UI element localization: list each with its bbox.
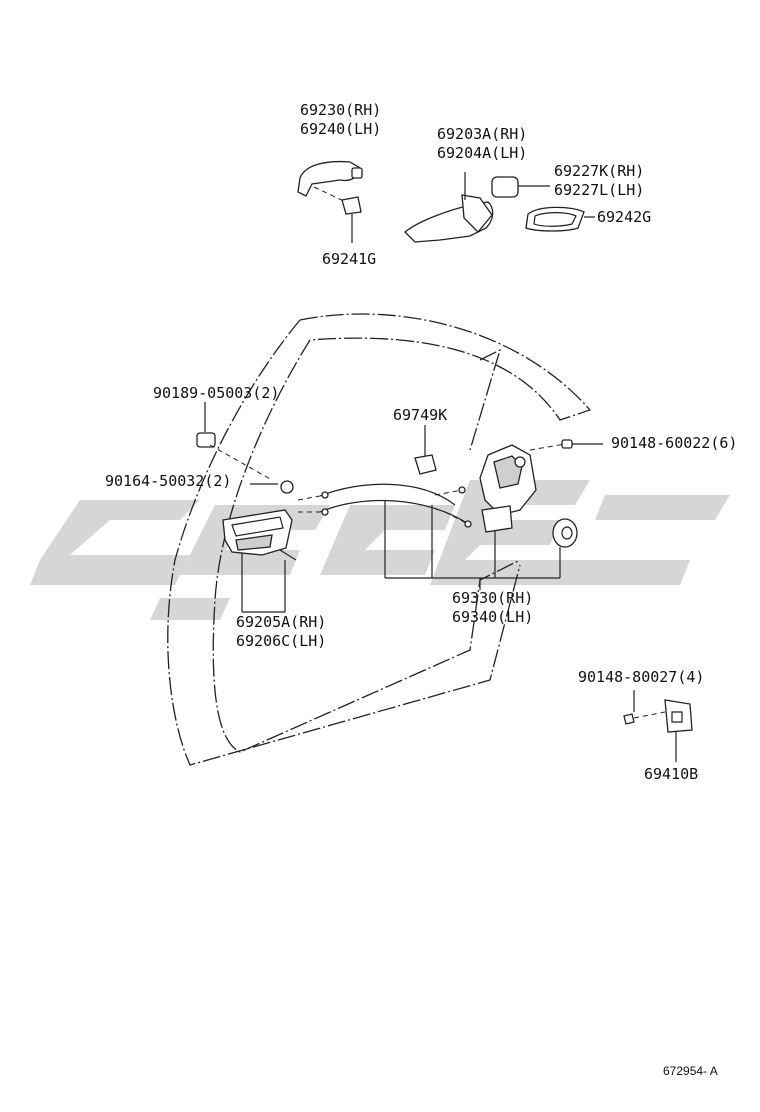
label-69230: 69230(RH) (300, 101, 381, 119)
door-lock-assembly (479, 443, 566, 578)
outside-handle (297, 160, 363, 204)
gasket-69242G (525, 206, 595, 232)
clip-90189 (196, 402, 273, 481)
screw-90148-60022 (561, 439, 603, 449)
label-69242G: 69242G (597, 208, 651, 226)
label-69206C: 69206C(LH) (236, 632, 326, 650)
label-69205A: 69205A(RH) (236, 613, 326, 631)
door-outline (167, 313, 592, 766)
diagram-code: 672954- A (663, 1064, 718, 1078)
label-90189: 90189-05003(2) (153, 384, 279, 402)
label-69410B: 69410B (644, 765, 698, 783)
label-69340: 69340(LH) (452, 608, 533, 626)
label-69204A: 69204A(LH) (437, 144, 527, 162)
lock-cables (297, 483, 472, 578)
handle-pad-69241G (341, 196, 362, 243)
label-69240: 69240(LH) (300, 120, 381, 138)
label-90164: 90164-50032(2) (105, 472, 231, 490)
label-69227K: 69227K(RH) (554, 162, 644, 180)
inside-handle (222, 509, 297, 613)
label-69749K: 69749K (393, 406, 447, 424)
handle-lever (404, 172, 494, 243)
bolt-90164 (250, 480, 294, 494)
label-90148-60022: 90148-60022(6) (611, 434, 737, 452)
label-69330: 69330(RH) (452, 589, 533, 607)
part-labels: 69230(RH) 69240(LH) 69241G 69203A(RH) 69… (105, 101, 737, 1078)
label-69241G: 69241G (322, 250, 376, 268)
cable-clip-69749K (414, 425, 437, 475)
lock-label-bracket (385, 577, 560, 590)
label-69227L: 69227L(LH) (554, 181, 644, 199)
label-90148-80027: 90148-80027(4) (578, 668, 704, 686)
pad-69227 (491, 176, 550, 198)
grommet (552, 518, 578, 578)
striker-69410B (623, 690, 693, 762)
label-69203A: 69203A(RH) (437, 125, 527, 143)
